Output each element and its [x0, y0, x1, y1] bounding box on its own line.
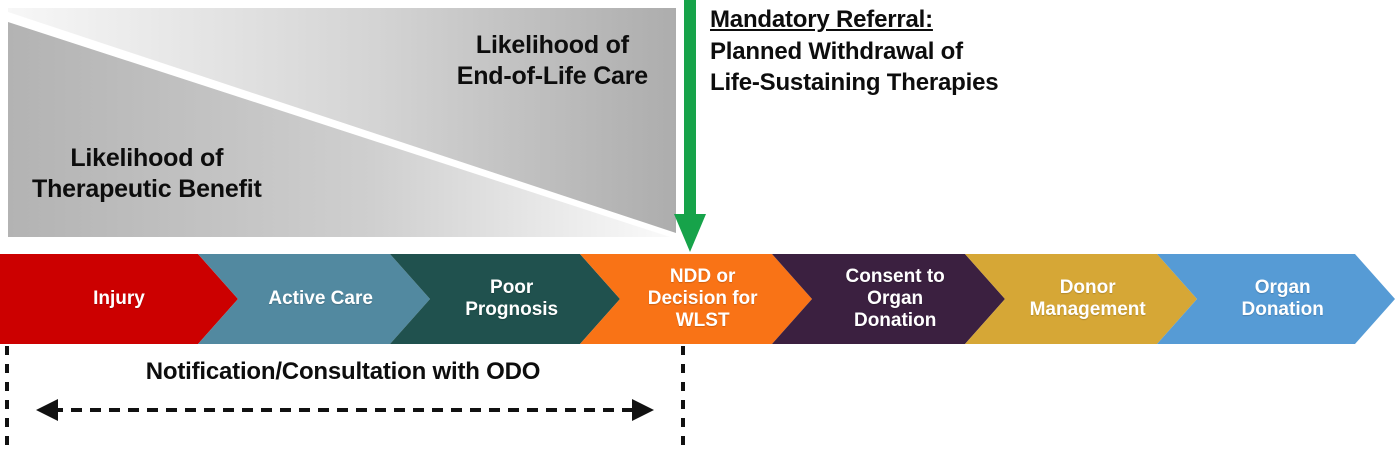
likelihood-gradient-graphic	[8, 8, 676, 237]
process-flow-band: Injury Active Care Poor Prognosis NDD or De…	[0, 254, 1400, 344]
arrow-head-right-icon	[632, 399, 654, 421]
mandatory-referral-line2: Planned Withdrawal of	[710, 37, 963, 65]
mandatory-referral-title: Mandatory Referral:	[710, 6, 933, 33]
process-step-label: Donor Management	[1029, 276, 1146, 320]
likelihood-gradient-box: Likelihood of End-of-Life Care Likelihoo…	[8, 8, 676, 237]
end-of-life-label: Likelihood of End-of-Life Care	[456, 31, 648, 90]
process-step-label: Injury	[93, 287, 145, 309]
process-step-label: NDD or Decision for WLST	[647, 265, 758, 332]
therapeutic-benefit-label: Likelihood of Therapeutic Benefit	[32, 144, 262, 203]
process-step-1[interactable]: Injury	[0, 254, 238, 344]
therapeutic-benefit-triangle	[8, 22, 670, 237]
end-of-life-triangle	[8, 8, 676, 233]
notification-bracket-graphic	[5, 346, 685, 452]
process-step-label: Organ Donation	[1241, 276, 1324, 320]
mandatory-referral-line3: Life-Sustaining Therapies	[710, 69, 999, 97]
process-step-4[interactable]: NDD or Decision for WLST	[580, 254, 812, 344]
process-step-label: Active Care	[268, 287, 373, 309]
mandatory-referral-arrow	[673, 0, 707, 254]
process-step-3[interactable]: Poor Prognosis	[390, 254, 620, 344]
arrow-head-left-icon	[36, 399, 58, 421]
mandatory-referral-text: Mandatory Referral: Planned Withdrawal o…	[710, 4, 999, 99]
down-arrow-icon	[674, 0, 706, 252]
notification-consultation-label: Notification/Consultation with ODO	[145, 358, 541, 385]
process-step-label: Consent to Organ Donation	[845, 265, 945, 332]
notification-bracket-group: Notification/Consultation with ODO	[0, 344, 720, 454]
process-step-label: Poor Prognosis	[465, 276, 559, 320]
